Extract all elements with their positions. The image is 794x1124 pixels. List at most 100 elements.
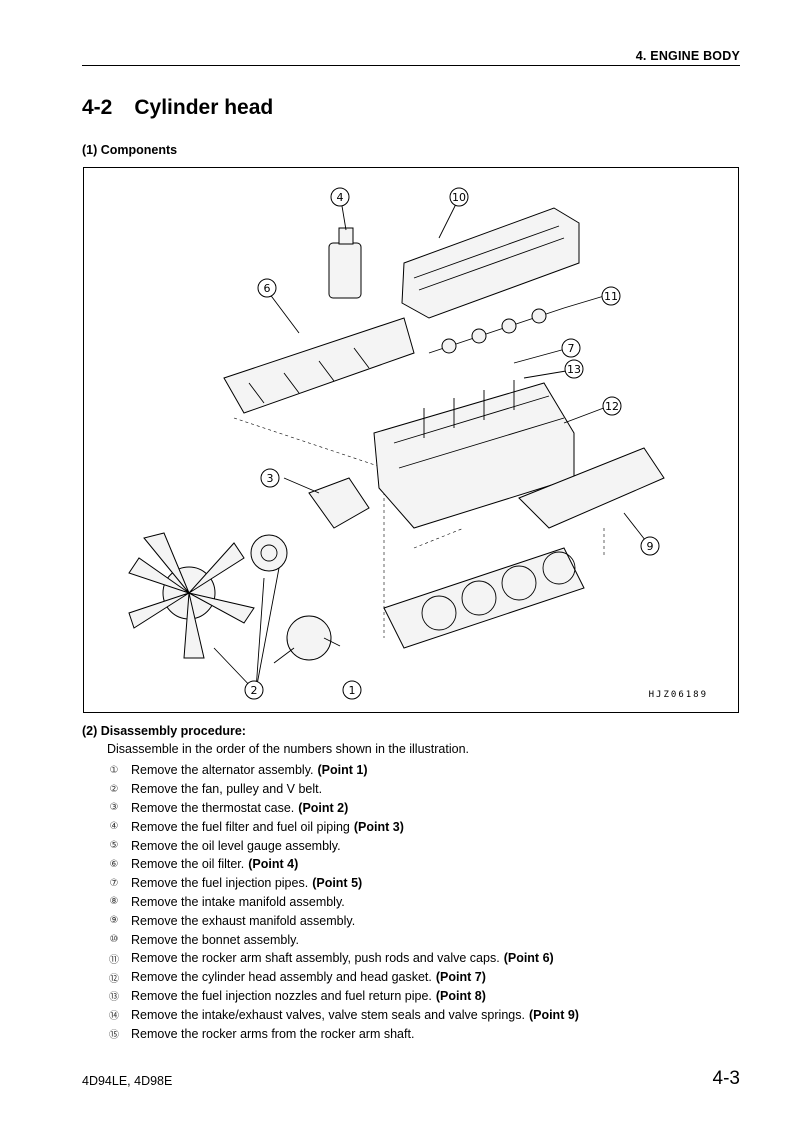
step-item: ⑮ Remove the rocker arms from the rocker …	[107, 1024, 579, 1043]
step-item: ⑦ Remove the fuel injection pipes.(Point …	[107, 874, 579, 893]
step-item: ⑥ Remove the oil filter.(Point 4)	[107, 855, 579, 874]
page-number: 4-3	[712, 1068, 740, 1089]
step-text: Remove the rocker arms from the rocker a…	[131, 1026, 415, 1041]
callout-1: 1	[342, 680, 362, 700]
step-item: ⑨ Remove the exhaust manifold assembly.	[107, 911, 579, 930]
step-text: Remove the exhaust manifold assembly.	[131, 913, 356, 928]
head-gasket	[383, 547, 585, 649]
alignment-lines	[233, 417, 605, 638]
svg-text:9: 9	[647, 540, 654, 553]
step-number: ⑥	[109, 858, 119, 870]
step-text: Remove the fuel injection pipes.	[131, 876, 309, 891]
step-note: (Point 2)	[298, 800, 349, 815]
step-text: Remove the alternator assembly.	[131, 763, 314, 778]
svg-text:1: 1	[349, 684, 356, 697]
alternator	[273, 615, 332, 664]
exploded-view-drawing: 4 10 6 11 7 13 12 3 9 2 1	[128, 187, 665, 700]
svg-text:12: 12	[605, 400, 619, 413]
rocker-arm-shaft	[428, 307, 565, 354]
callout-10: 10	[449, 187, 469, 207]
svg-text:4: 4	[337, 191, 344, 204]
svg-text:10: 10	[452, 191, 466, 204]
step-text: Remove the fuel injection nozzles and fu…	[131, 988, 432, 1003]
step-number: ⑭	[109, 1011, 119, 1023]
step-number: ②	[109, 783, 119, 795]
callout-11: 11	[601, 286, 621, 306]
callout-3: 3	[260, 468, 280, 488]
fuel-filter	[328, 227, 362, 299]
components-illustration: 4 10 6 11 7 13 12 3 9 2 1 HJZ06189	[83, 167, 739, 713]
disassembly-steps: ① Remove the alternator assembly.(Point 1…	[107, 761, 579, 1043]
step-number: ⑬	[109, 992, 119, 1004]
step-number: ④	[109, 821, 119, 833]
step-item: ⑧ Remove the intake manifold assembly.	[107, 893, 579, 912]
step-note: (Point 9)	[528, 1007, 579, 1022]
callout-2: 2	[244, 680, 264, 700]
section-name: Cylinder head	[134, 96, 274, 119]
step-note: (Point 7)	[435, 970, 486, 985]
cylinder-head	[373, 380, 575, 529]
step-text: Remove the fan, pulley and V belt.	[131, 782, 323, 797]
pulley	[250, 534, 288, 572]
step-text: Remove the intake/exhaust valves, valve …	[131, 1007, 525, 1022]
svg-text:3: 3	[267, 472, 274, 485]
figure-code: HJZ06189	[648, 690, 708, 700]
callout-7: 7	[561, 338, 581, 358]
step-number: ⑩	[109, 934, 119, 946]
callout-12: 12	[602, 396, 622, 416]
step-number: ③	[109, 802, 119, 814]
step-item: ② Remove the fan, pulley and V belt.	[107, 780, 579, 799]
step-text: Remove the oil level gauge assembly.	[131, 838, 341, 853]
step-note: (Point 4)	[248, 857, 299, 872]
disassembly-heading: (2) Disassembly procedure:	[82, 724, 246, 738]
step-text: Remove the oil filter.	[131, 857, 245, 872]
step-number: ⑮	[109, 1030, 119, 1042]
footer-model: 4D94LE, 4D98E	[82, 1074, 173, 1088]
callout-13: 13	[564, 359, 584, 379]
exhaust-manifold	[518, 447, 665, 529]
svg-text:13: 13	[567, 363, 581, 376]
step-item: ③ Remove the thermostat case.(Point 2)	[107, 799, 579, 818]
svg-text:11: 11	[604, 290, 618, 303]
svg-text:6: 6	[264, 282, 271, 295]
bonnet-assembly	[401, 207, 580, 319]
svg-text:2: 2	[251, 684, 258, 697]
step-text: Remove the cylinder head assembly and he…	[131, 970, 432, 985]
svg-text:7: 7	[568, 342, 575, 355]
step-note: (Point 6)	[503, 951, 554, 966]
step-item: ⑭ Remove the intake/exhaust valves, valve…	[107, 1005, 579, 1024]
intake-manifold	[223, 317, 415, 414]
step-number: ⑪	[109, 954, 119, 966]
step-number: ⑧	[109, 896, 119, 908]
header-rule	[82, 65, 740, 66]
thermostat-case	[308, 477, 370, 529]
callout-6: 6	[257, 278, 277, 298]
disassembly-intro: Disassemble in the order of the numbers …	[107, 742, 469, 756]
step-text: Remove the fuel filter and fuel oil pipi…	[131, 819, 350, 834]
section-title: 4-2 Cylinder head	[82, 96, 273, 120]
step-number: ⑨	[109, 915, 119, 927]
step-item: ⑩ Remove the bonnet assembly.	[107, 930, 579, 949]
components-heading: (1) Components	[82, 143, 178, 157]
step-number: ⑫	[109, 973, 119, 985]
step-item: ① Remove the alternator assembly.(Point 1…	[107, 761, 579, 780]
step-note: (Point 3)	[353, 819, 404, 834]
step-text: Remove the thermostat case.	[131, 800, 295, 815]
running-header: 4. ENGINE BODY	[635, 49, 740, 63]
fan	[128, 532, 255, 659]
section-number: 4-2	[82, 96, 113, 119]
callout-9: 9	[640, 536, 660, 556]
step-item: ⑬ Remove the fuel injection nozzles and f…	[107, 987, 579, 1006]
step-text: Remove the bonnet assembly.	[131, 932, 299, 947]
callout-4: 4	[330, 187, 350, 207]
step-number: ①	[109, 764, 119, 776]
step-item: ④ Remove the fuel filter and fuel oil pip…	[107, 817, 579, 836]
step-note: (Point 5)	[312, 876, 363, 891]
step-text: Remove the intake manifold assembly.	[131, 894, 345, 909]
step-note: (Point 1)	[317, 763, 368, 778]
step-note: (Point 8)	[435, 988, 486, 1003]
step-number: ⑦	[109, 877, 119, 889]
step-item: ⑫ Remove the cylinder head assembly and h…	[107, 968, 579, 987]
